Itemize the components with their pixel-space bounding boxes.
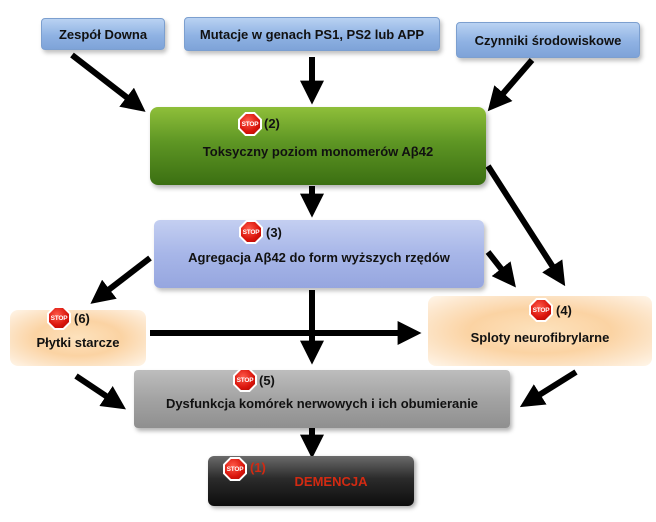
cause-mutations-label: Mutacje w genach PS1, PS2 lub APP [199,26,425,42]
stop-sign-icon: STOP [223,457,247,481]
dysfunction-label: Dysfunkcja komórek nerwowych i ich obumi… [165,395,479,411]
cause-down-syndrome-label: Zespół Downa [58,26,148,42]
stop-sign-icon: STOP [233,368,257,392]
stop-sign-icon: STOP [529,298,553,322]
dysfunction-box: Dysfunkcja komórek nerwowych i ich obumi… [134,370,510,428]
stop-sign-icon: STOP [238,112,262,136]
arrow-environment-to-toxic [487,58,535,112]
step-number-2: (2) [264,116,280,131]
step-number-3: (3) [266,225,282,240]
cause-environment: Czynniki środowiskowe [456,22,640,58]
aggregation-label: Agregacja Aβ42 do form wyższych rzędów [188,249,450,265]
arrow-plaques-to-dysfunction [74,373,126,410]
arrow-tangles-to-dysfunction [519,369,578,408]
aggregation-box: Agregacja Aβ42 do form wyższych rzędów [154,220,484,288]
toxic-level-box: Toksyczny poziom monomerów Aβ42 [150,107,486,185]
step-number-1: (1) [250,460,266,475]
stop-sign-icon: STOP [239,220,263,244]
toxic-level-label: Toksyczny poziom monomerów Aβ42 [202,143,434,159]
cause-environment-label: Czynniki środowiskowe [474,32,622,48]
step-number-5: (5) [259,373,275,388]
step-number-6: (6) [74,311,90,326]
arrow-aggregation-to-tangles [485,250,516,288]
plaques-box: Płytki starcze [10,310,146,366]
cause-down-syndrome: Zespół Downa [41,18,165,50]
arrow-toxic-to-tangles [485,164,566,287]
dementia-label: DEMENCJA [294,473,368,489]
arrow-aggregation-to-plaques [90,255,152,304]
stop-sign-icon: STOP [47,306,71,330]
step-number-4: (4) [556,303,572,318]
tangles-label: Sploty neurofibrylarne [470,329,610,345]
cause-mutations: Mutacje w genach PS1, PS2 lub APP [184,17,440,51]
arrow-down-to-toxic [70,52,146,112]
plaques-label: Płytki starcze [36,334,120,350]
